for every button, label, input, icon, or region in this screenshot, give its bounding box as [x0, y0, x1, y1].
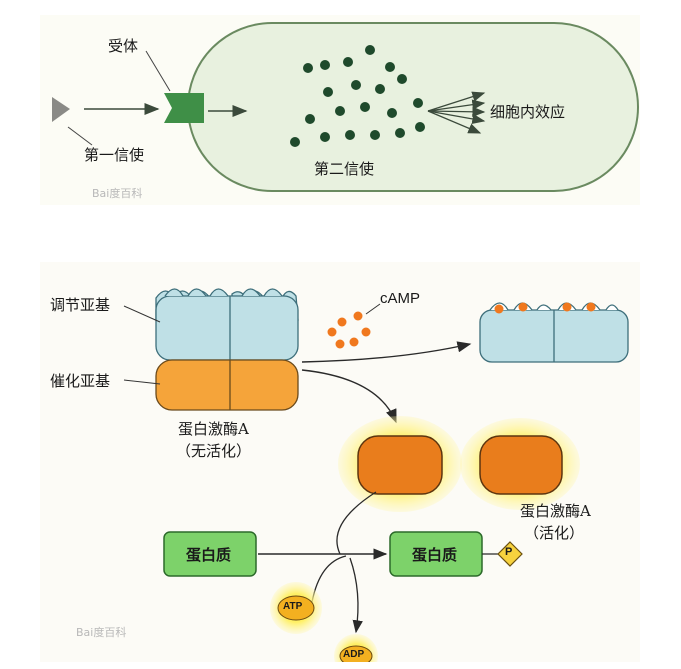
active-catalytic-1: [338, 416, 462, 512]
pka-activation-panel: 调节亚基 催化亚基 cAMP 蛋白激酶A （无活化） 蛋白激酶A （活化） 蛋白…: [40, 262, 640, 662]
bottom-watermark: Bai度百科: [76, 626, 127, 639]
signal-transduction-panel: 受体 第一信使 第二信使 细胞内效应 Bai度百科: [40, 15, 640, 205]
catalytic-label: 催化亚基: [50, 372, 111, 390]
phosphate-icon: [497, 541, 523, 567]
phosphate-label: P: [505, 546, 513, 558]
regulatory-subunits: [155, 288, 299, 361]
adp-label: ADP: [343, 649, 365, 660]
catalytic-subunits: [155, 359, 299, 411]
first-messenger-label: 第一信使: [84, 146, 145, 164]
regulatory-label: 调节亚基: [50, 296, 111, 314]
protein-p-label: 蛋白质: [412, 546, 458, 564]
top-watermark: Bai度百科: [92, 187, 143, 200]
camp-molecules: [327, 311, 371, 349]
first-messenger-icon: [52, 97, 70, 122]
atp-icon: [270, 582, 322, 634]
protein-label: 蛋白质: [186, 546, 232, 564]
receptor-icon: [164, 93, 204, 123]
protein-box: [163, 531, 257, 577]
camp-label: cAMP: [380, 290, 421, 307]
arrow-to-catalytic-active: [301, 369, 397, 424]
second-messenger-label: 第二信使: [314, 160, 375, 178]
adp-icon: [334, 634, 378, 662]
active-state-label: （活化）: [524, 524, 585, 542]
arrow-to-regulatory-free: [301, 341, 472, 363]
effect-label: 细胞内效应: [490, 103, 566, 121]
pka-diagram: [123, 288, 629, 662]
second-messenger-dots: [290, 45, 425, 147]
cell-body: [187, 22, 639, 192]
signal-diagram: [52, 22, 639, 192]
inactive-kinase-label: 蛋白激酶A: [178, 420, 249, 438]
inactive-state-label: （无活化）: [176, 442, 252, 460]
atp-label: ATP: [283, 601, 303, 612]
receptor-label: 受体: [108, 37, 139, 55]
effect-arrows: [427, 91, 486, 134]
active-catalytic-2: [460, 418, 580, 510]
active-kinase-label: 蛋白激酶A: [520, 502, 591, 520]
